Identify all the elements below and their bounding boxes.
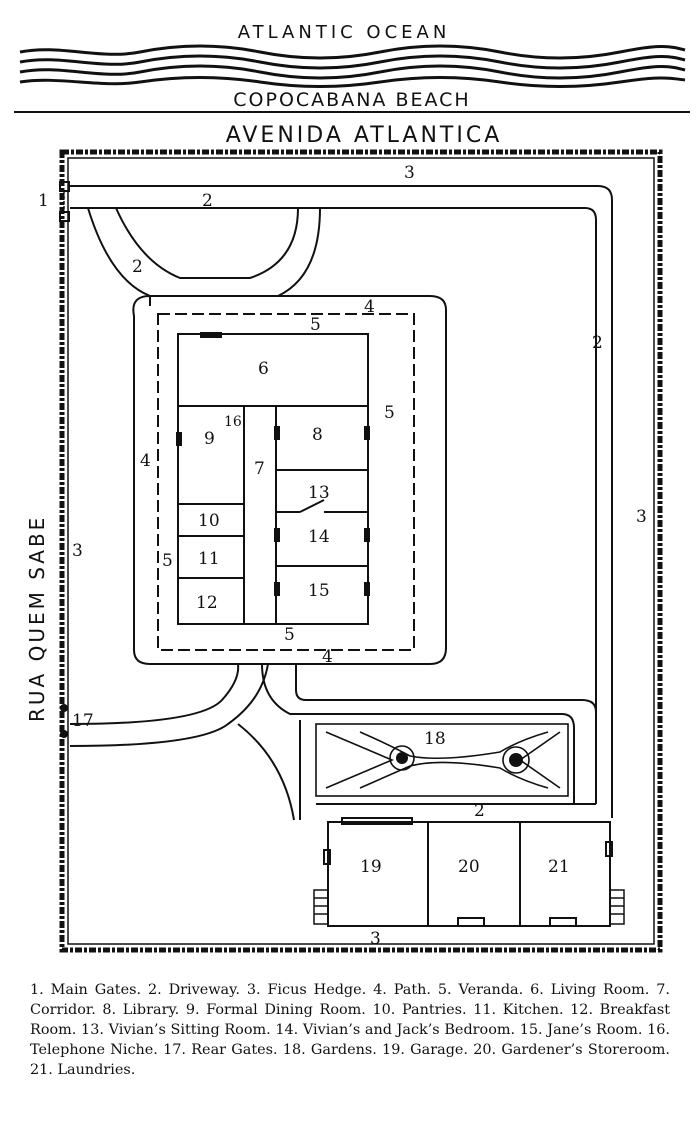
label-driveway-top: 2 [202, 191, 213, 211]
label-janes-room: 15 [308, 581, 330, 601]
label-living-room: 6 [258, 359, 269, 379]
label-hedge-bottom: 3 [370, 929, 381, 949]
label-veranda-top: 5 [310, 315, 321, 335]
label-bedroom: 14 [308, 527, 330, 547]
main-gates [59, 181, 70, 222]
label-telephone-niche: 16 [224, 414, 242, 430]
label-path-bottom: 4 [322, 647, 333, 667]
label-hedge-right: 3 [636, 507, 647, 527]
side-street-label: RUA QUEM SABE [25, 515, 49, 722]
label-veranda-left: 5 [162, 551, 173, 571]
label-laundries: 21 [548, 857, 570, 877]
label-storeroom: 20 [458, 857, 480, 877]
ficus-hedge [59, 149, 663, 953]
label-veranda-right: 5 [384, 403, 395, 423]
label-gardens: 18 [424, 729, 446, 749]
label-hedge-top: 3 [404, 163, 415, 183]
label-path-left: 4 [140, 451, 151, 471]
label-corridor: 7 [254, 459, 265, 479]
site-plan: ATLANTIC OCEAN COPOCABANA BEACH AVENIDA … [14, 22, 690, 953]
beach-label: COPOCABANA BEACH [233, 89, 470, 111]
label-dining-room: 9 [204, 429, 215, 449]
label-library: 8 [312, 425, 323, 445]
label-rear-gates: 17 [72, 711, 94, 731]
ocean-waves [19, 44, 686, 88]
label-kitchen: 11 [198, 549, 220, 569]
doors [176, 332, 370, 596]
label-veranda-bottom: 5 [284, 625, 295, 645]
label-driveway-arc: 2 [132, 257, 143, 277]
label-breakfast-room: 12 [196, 593, 218, 613]
path [132, 294, 447, 665]
outbuildings [323, 817, 613, 927]
rear-gates [60, 704, 68, 738]
steps [313, 889, 625, 925]
garden-tree-icon [396, 752, 523, 767]
label-hedge-left: 3 [72, 541, 83, 561]
label-garage: 19 [360, 857, 382, 877]
label-path-top: 4 [364, 297, 375, 317]
label-driveway-right: 2 [592, 333, 603, 353]
house [177, 333, 369, 625]
label-pantries: 10 [198, 511, 220, 531]
ocean-label: ATLANTIC OCEAN [238, 22, 451, 43]
veranda [157, 313, 415, 651]
driveway [69, 185, 613, 821]
label-main-gates: 1 [38, 191, 49, 211]
avenue-label: AVENIDA ATLANTICA [226, 123, 503, 148]
label-driveway-bottom: 2 [474, 801, 485, 821]
label-sitting-room: 13 [308, 483, 330, 503]
legend: 1. Main Gates. 2. Driveway. 3. Ficus Hed… [30, 982, 670, 1078]
